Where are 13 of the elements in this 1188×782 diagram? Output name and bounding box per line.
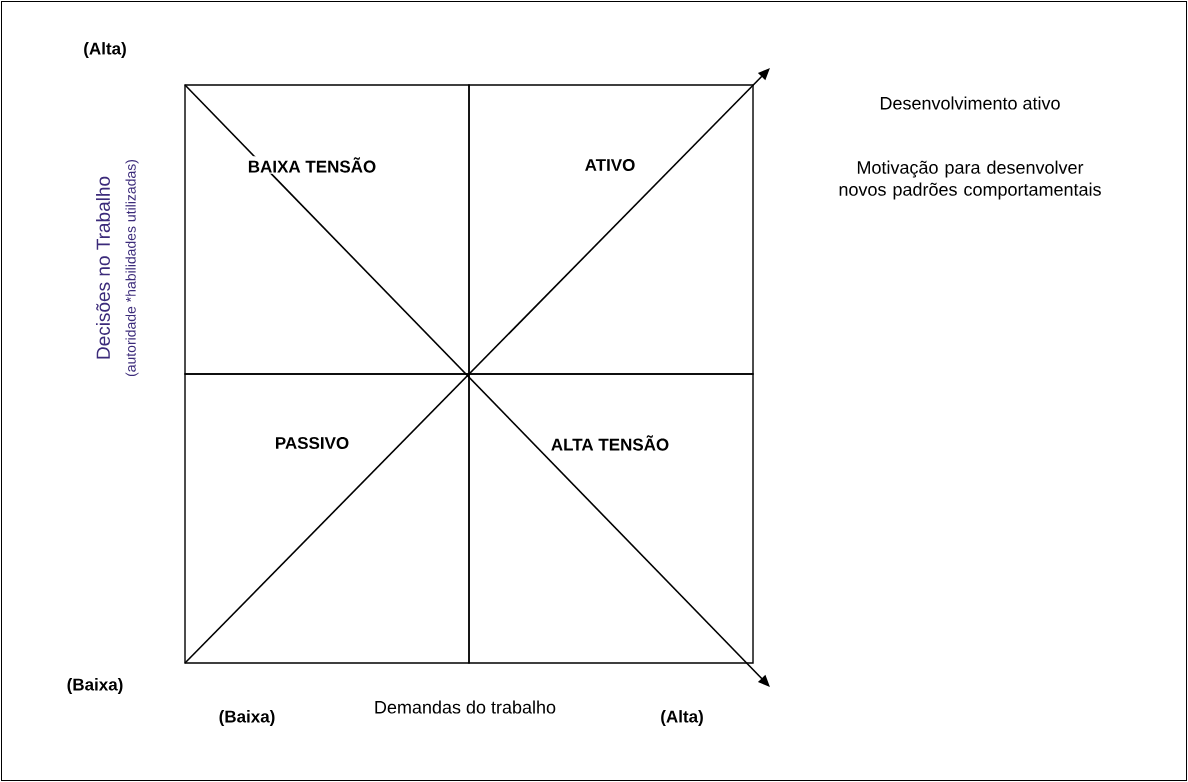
axis-end-label: (Alta) (84, 42, 126, 58)
quadrant-description: Desenvolvimento ativo (880, 96, 1060, 110)
axis-subtitle: (autoridade *habilidades utilizadas) (125, 160, 139, 377)
quadrant-box: ALTA TENSÃO (468, 373, 754, 664)
quadrant-box: ATIVO (468, 84, 754, 375)
axis-title: Decisões no Trabalho (96, 176, 110, 359)
quadrant-description: Motivação para desenvolver novos padrões comportamentais (839, 160, 1101, 200)
axis-end-label: (Baixa) (219, 710, 275, 726)
axis-end-label: (Baixa) (67, 678, 123, 694)
axis-title: Demandas do trabalho (375, 700, 556, 714)
quadrant-box: PASSIVO (184, 373, 470, 664)
axis-end-label: (Alta) (661, 710, 703, 726)
quadrant-box: BAIXA TENSÃO (184, 84, 470, 375)
